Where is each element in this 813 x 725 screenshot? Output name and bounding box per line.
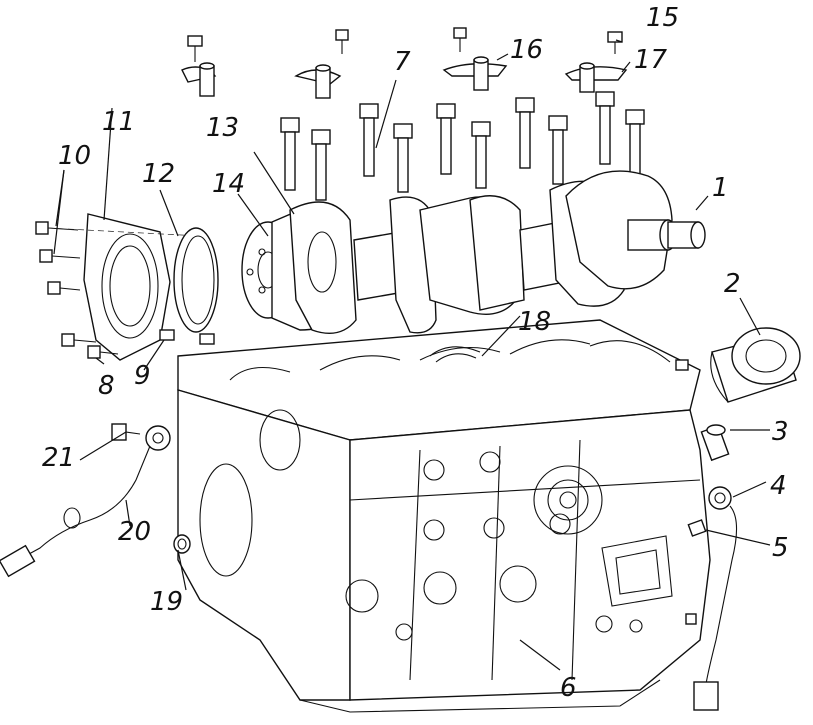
small-plugs [675, 359, 697, 625]
callout-7: 7 [394, 47, 411, 77]
callout-13: 13 [206, 113, 239, 143]
rear-seal-housing [83, 213, 171, 361]
callout-15: 15 [646, 3, 679, 33]
callout-5: 5 [772, 533, 789, 563]
block-plug [173, 534, 191, 554]
crankshaft [241, 170, 706, 334]
callout-3: 3 [772, 417, 789, 447]
callout-2: 2 [724, 269, 741, 299]
callout-labels: 1 2 3 4 5 6 7 8 9 10 11 12 13 14 15 16 1… [42, 3, 789, 703]
callout-12: 12 [142, 159, 175, 189]
knock-sensor [0, 425, 171, 578]
callout-6: 6 [560, 673, 577, 703]
rear-oil-seal [173, 227, 219, 333]
oil-filter [710, 327, 801, 403]
main-bearing-bolts [280, 91, 645, 201]
callout-4: 4 [770, 471, 787, 501]
callout-8: 8 [98, 371, 115, 401]
bracket-bolt-3 [442, 27, 508, 91]
callout-19: 19 [150, 587, 183, 617]
callout-1: 1 [712, 173, 729, 203]
bracket-bolt-2 [294, 29, 349, 99]
oil-pressure-sensor [693, 486, 738, 711]
housing-bolts [35, 221, 201, 359]
bracket-bolt-4 [564, 31, 628, 93]
callout-16: 16 [510, 35, 543, 65]
bracket-bolt-left [181, 35, 217, 97]
callout-11: 11 [102, 107, 135, 137]
plug-5 [687, 519, 707, 537]
callout-10: 10 [58, 141, 91, 171]
bracket-assemblies [181, 27, 628, 99]
callout-9: 9 [134, 361, 151, 391]
callout-18: 18 [518, 307, 551, 337]
dowel-pins [159, 329, 215, 345]
engine-block [177, 319, 711, 713]
callout-20: 20 [118, 517, 151, 547]
fitting-3 [700, 424, 730, 462]
callout-14: 14 [212, 169, 245, 199]
callout-17: 17 [634, 45, 668, 75]
sensor-bolt [111, 423, 141, 441]
leader-lines [53, 39, 771, 671]
callout-21: 21 [42, 443, 75, 473]
